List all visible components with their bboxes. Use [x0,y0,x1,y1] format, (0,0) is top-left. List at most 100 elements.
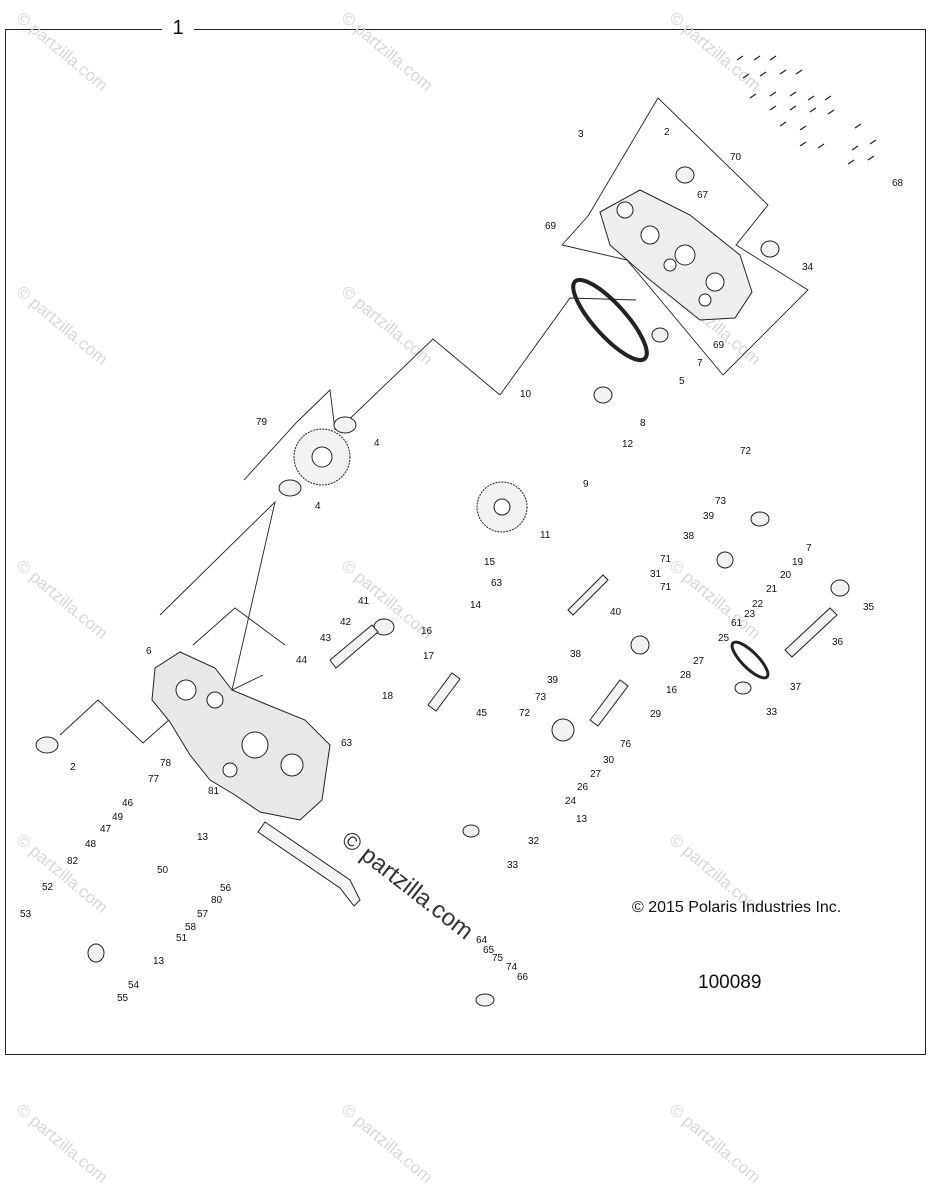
callout: 8 [640,418,646,429]
shafts [257,574,838,907]
callout: 18 [382,691,394,702]
callout: 48 [85,839,97,850]
callout: 72 [519,708,531,719]
callout: 61 [731,618,743,629]
callout: 4 [374,438,380,449]
callout: 71 [660,582,672,593]
callout: 46 [122,798,134,809]
callout: 33 [766,707,778,718]
callout: 39 [547,675,559,686]
callout: 63 [491,578,503,589]
callout: 54 [128,980,140,991]
callout: 72 [740,446,752,457]
callout: 32 [528,836,540,847]
callout: 75 [492,953,504,964]
callout: 38 [683,531,695,542]
gears [35,166,850,1007]
callout: 6 [146,646,152,657]
callout: 36 [832,637,844,648]
callout: 73 [715,496,727,507]
callout: 78 [160,758,172,769]
callout: 5 [679,376,685,387]
callout-labels: 2 3 70 68 67 69 34 69 7 5 10 8 79 4 12 9… [20,127,904,1004]
callout: 79 [256,417,268,428]
callout: 41 [358,596,370,607]
gear-bracket [337,338,501,431]
callout: 77 [148,774,160,785]
callout: 28 [680,670,692,681]
callout: 45 [476,708,488,719]
callout: 12 [622,439,634,450]
callout: 57 [197,909,209,920]
callout: 66 [517,972,529,983]
callout: 34 [802,262,814,273]
callout: 52 [42,882,54,893]
callout: 24 [565,796,577,807]
callout: 55 [117,993,129,1004]
small-belt [730,640,770,680]
callout: 2 [664,127,670,138]
callout: 38 [570,649,582,660]
callout: 7 [697,358,703,369]
callout: 47 [100,824,112,835]
callout: 63 [341,738,353,749]
callout: 33 [507,860,519,871]
callout: 2 [70,762,76,773]
callout: 69 [713,340,725,351]
callout: 53 [20,909,32,920]
callout: 16 [666,685,678,696]
callout: 49 [112,812,124,823]
idler-bracket [243,389,336,481]
callout: 80 [211,895,223,906]
callout: 51 [176,933,188,944]
callout: 58 [185,922,197,933]
callout: 13 [576,814,588,825]
callout: 31 [650,569,662,580]
callout: 29 [650,709,662,720]
callout: 26 [577,782,589,793]
callout: 19 [792,557,804,568]
callout: 3 [578,129,584,140]
case-bracket [192,607,286,646]
callout: 30 [603,755,615,766]
callout: 67 [697,190,709,201]
cover-housing [599,189,753,321]
callout: 74 [506,962,518,973]
callout: 15 [484,557,496,568]
callout: 13 [153,956,165,967]
drive-belt [571,277,649,363]
callout: 70 [730,152,742,163]
callout: 20 [780,570,792,581]
callout: 43 [320,633,332,644]
callout: 9 [583,479,589,490]
seal-bracket [59,699,189,744]
callout: 76 [620,739,632,750]
callout: 14 [470,600,482,611]
callout: 16 [421,626,433,637]
callout: 39 [703,511,715,522]
callout: 44 [296,655,308,666]
callout: 35 [863,602,875,613]
callout: 11 [540,530,551,541]
housing-bracket [561,97,809,376]
callout: 7 [806,543,812,554]
copyright-text: © 2015 Polaris Industries Inc. [632,899,842,916]
callout: 42 [340,617,352,628]
callout: 37 [790,682,802,693]
callout: 64 [476,935,488,946]
callout: 27 [590,769,602,780]
callout: 65 [483,945,495,956]
callout: 17 [423,651,435,662]
callout: 40 [610,607,622,618]
diagram-frame [5,29,926,1055]
callout: 13 [197,832,209,843]
bolts [736,55,877,165]
callout: 82 [67,856,79,867]
frame-label: 1 [162,15,194,41]
callout: 23 [744,609,756,620]
callout: 25 [718,633,730,644]
callout: 56 [220,883,232,894]
callout: 21 [766,584,778,595]
callout: 69 [545,221,557,232]
callout: 68 [892,178,904,189]
